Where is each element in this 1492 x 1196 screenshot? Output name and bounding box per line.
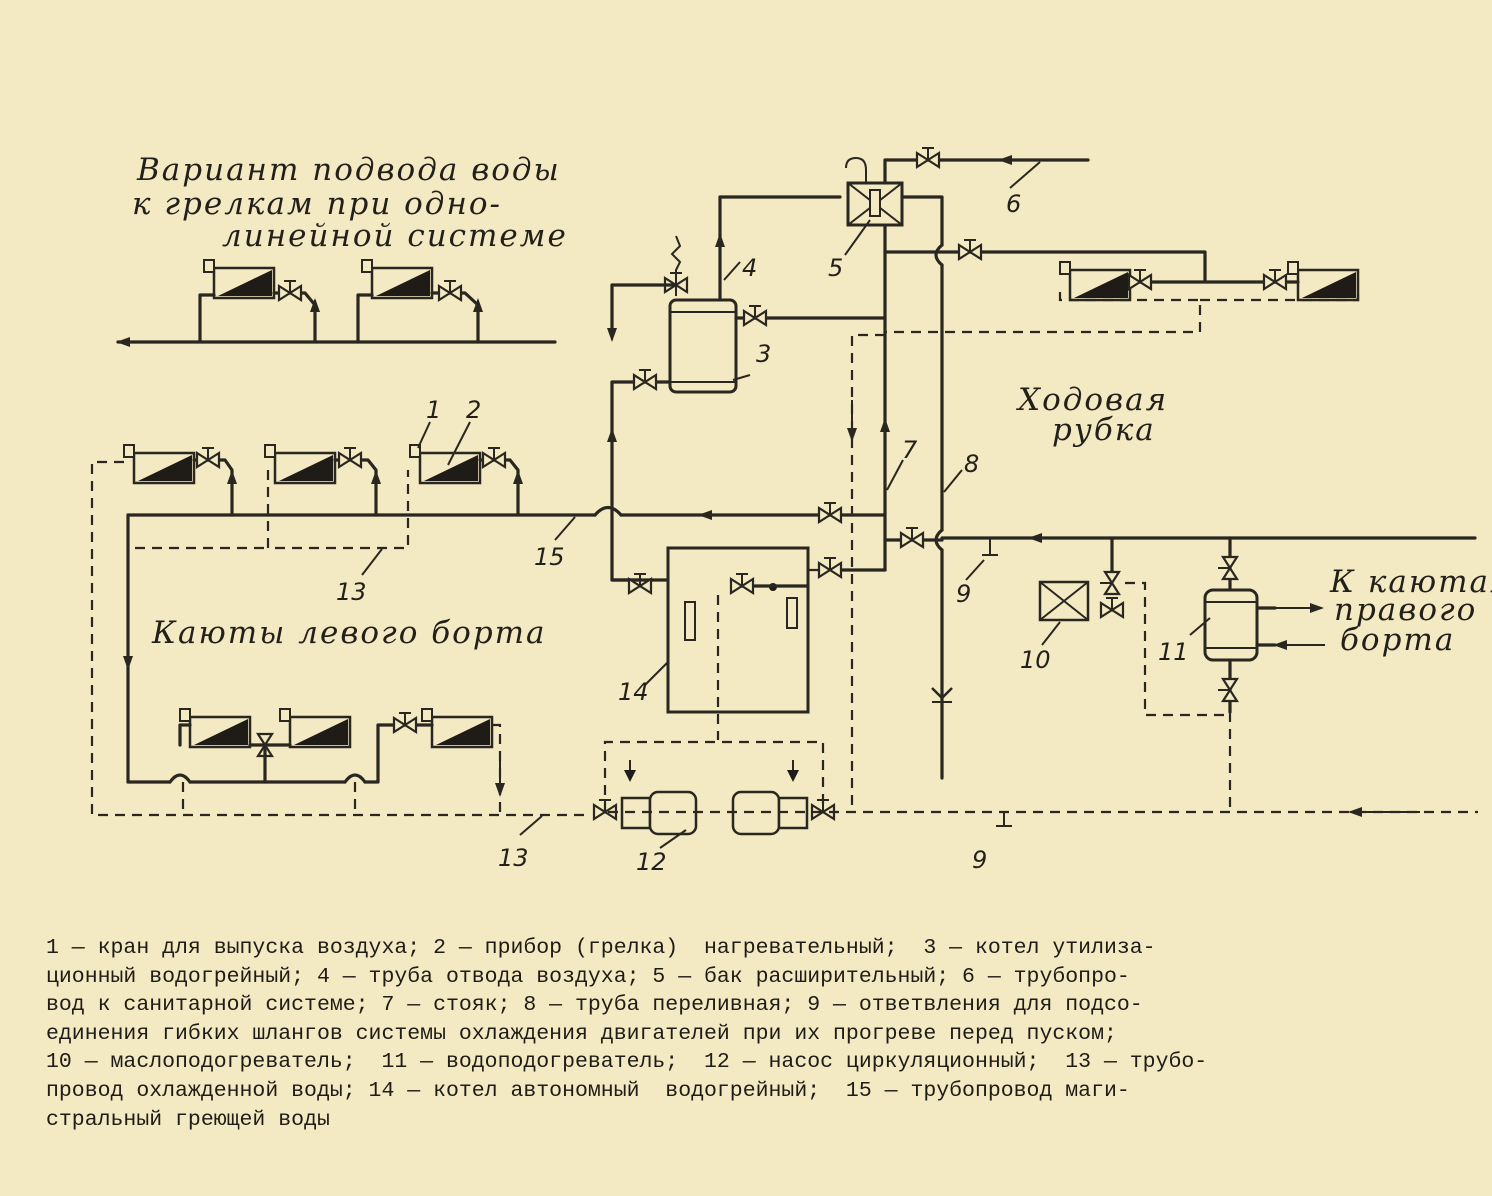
callout-5: 5 [828, 254, 843, 282]
callout-6: 6 [1006, 190, 1021, 218]
heater-upper-1 [122, 443, 196, 485]
starboard-label-line2: правого [1334, 592, 1477, 628]
circulation-pumps-group [592, 740, 836, 836]
callout-15: 15 [534, 543, 565, 571]
callout-1: 1 [426, 396, 441, 424]
starboard-label-line1: К каютам [1329, 564, 1492, 600]
wheelhouse-label-line1: Ходовая [1016, 382, 1168, 418]
pump-right [731, 790, 781, 836]
wheelhouse-label-line2: рубка [1052, 412, 1156, 448]
callout-3: 3 [756, 340, 771, 368]
heater-lower-3 [420, 707, 494, 749]
autonomous-boiler [666, 546, 810, 714]
diagram-labels: Вариант подвода воды к грелкам при одно-… [132, 152, 1492, 658]
callout-4: 4 [742, 254, 757, 282]
heater-upper-3 [408, 443, 482, 485]
heater-lower-1 [178, 707, 252, 749]
waste-heat-boiler-group [607, 195, 887, 582]
heater-upper-2 [263, 443, 337, 485]
callouts: 1 2 3 4 5 6 7 8 9 9 10 11 12 13 13 14 15 [336, 161, 1211, 876]
variant-title-line1: Вариант подвода воды [136, 152, 561, 188]
legend-line: стральный греющей воды [46, 1107, 330, 1132]
pump-left [648, 790, 698, 836]
legend-caption: 1 — кран для выпуска воздуха; 2 — прибор… [46, 934, 1446, 1134]
legend-line: единения гибких шлангов системы охлажден… [46, 1021, 1117, 1046]
variant-valve-2 [437, 279, 463, 302]
variant-heater-1 [202, 258, 276, 300]
port-cabins-label: Каюты левого борта [151, 615, 547, 651]
autonomous-boiler-group [610, 513, 885, 740]
variant-title-line3: линейной системе [222, 218, 568, 254]
callout-8: 8 [964, 450, 979, 478]
callout-14: 14 [618, 678, 649, 706]
variant-single-line-group [116, 258, 557, 347]
callout-7: 7 [902, 436, 918, 464]
variant-valve-1 [277, 279, 303, 302]
wheelhouse-heater-1 [1058, 260, 1132, 302]
legend-line: ционный водогрейный; 4 — труба отвода во… [46, 964, 1130, 989]
callout-12: 12 [636, 848, 667, 876]
legend-line: вод к санитарной системе; 7 — стояк; 8 —… [46, 993, 1143, 1018]
legend-line: провод охлажденной воды; 14 — котел авто… [46, 1078, 1130, 1103]
callout-13-lower: 13 [498, 844, 529, 872]
riser-expansion-group [608, 146, 1478, 827]
callout-9-lower: 9 [972, 846, 987, 874]
wheelhouse-group [883, 238, 1360, 334]
starboard-group [940, 533, 1477, 812]
heater-lower-2 [278, 707, 352, 749]
variant-title-line2: к грелкам при одно- [132, 186, 502, 222]
callout-9-upper: 9 [956, 580, 971, 608]
starboard-label-line3: борта [1340, 622, 1455, 658]
callout-2: 2 [466, 396, 481, 424]
variant-heater-2 [360, 258, 434, 300]
callout-11: 11 [1158, 638, 1189, 666]
legend-line: 10 — маслоподогреватель; 11 — водоподогр… [46, 1050, 1208, 1075]
legend-line: 1 — кран для выпуска воздуха; 2 — прибор… [46, 936, 1156, 960]
water-heater [1203, 588, 1259, 662]
callout-13-upper: 13 [336, 578, 367, 606]
callout-10: 10 [1020, 646, 1051, 674]
waste-heat-boiler [668, 298, 738, 394]
